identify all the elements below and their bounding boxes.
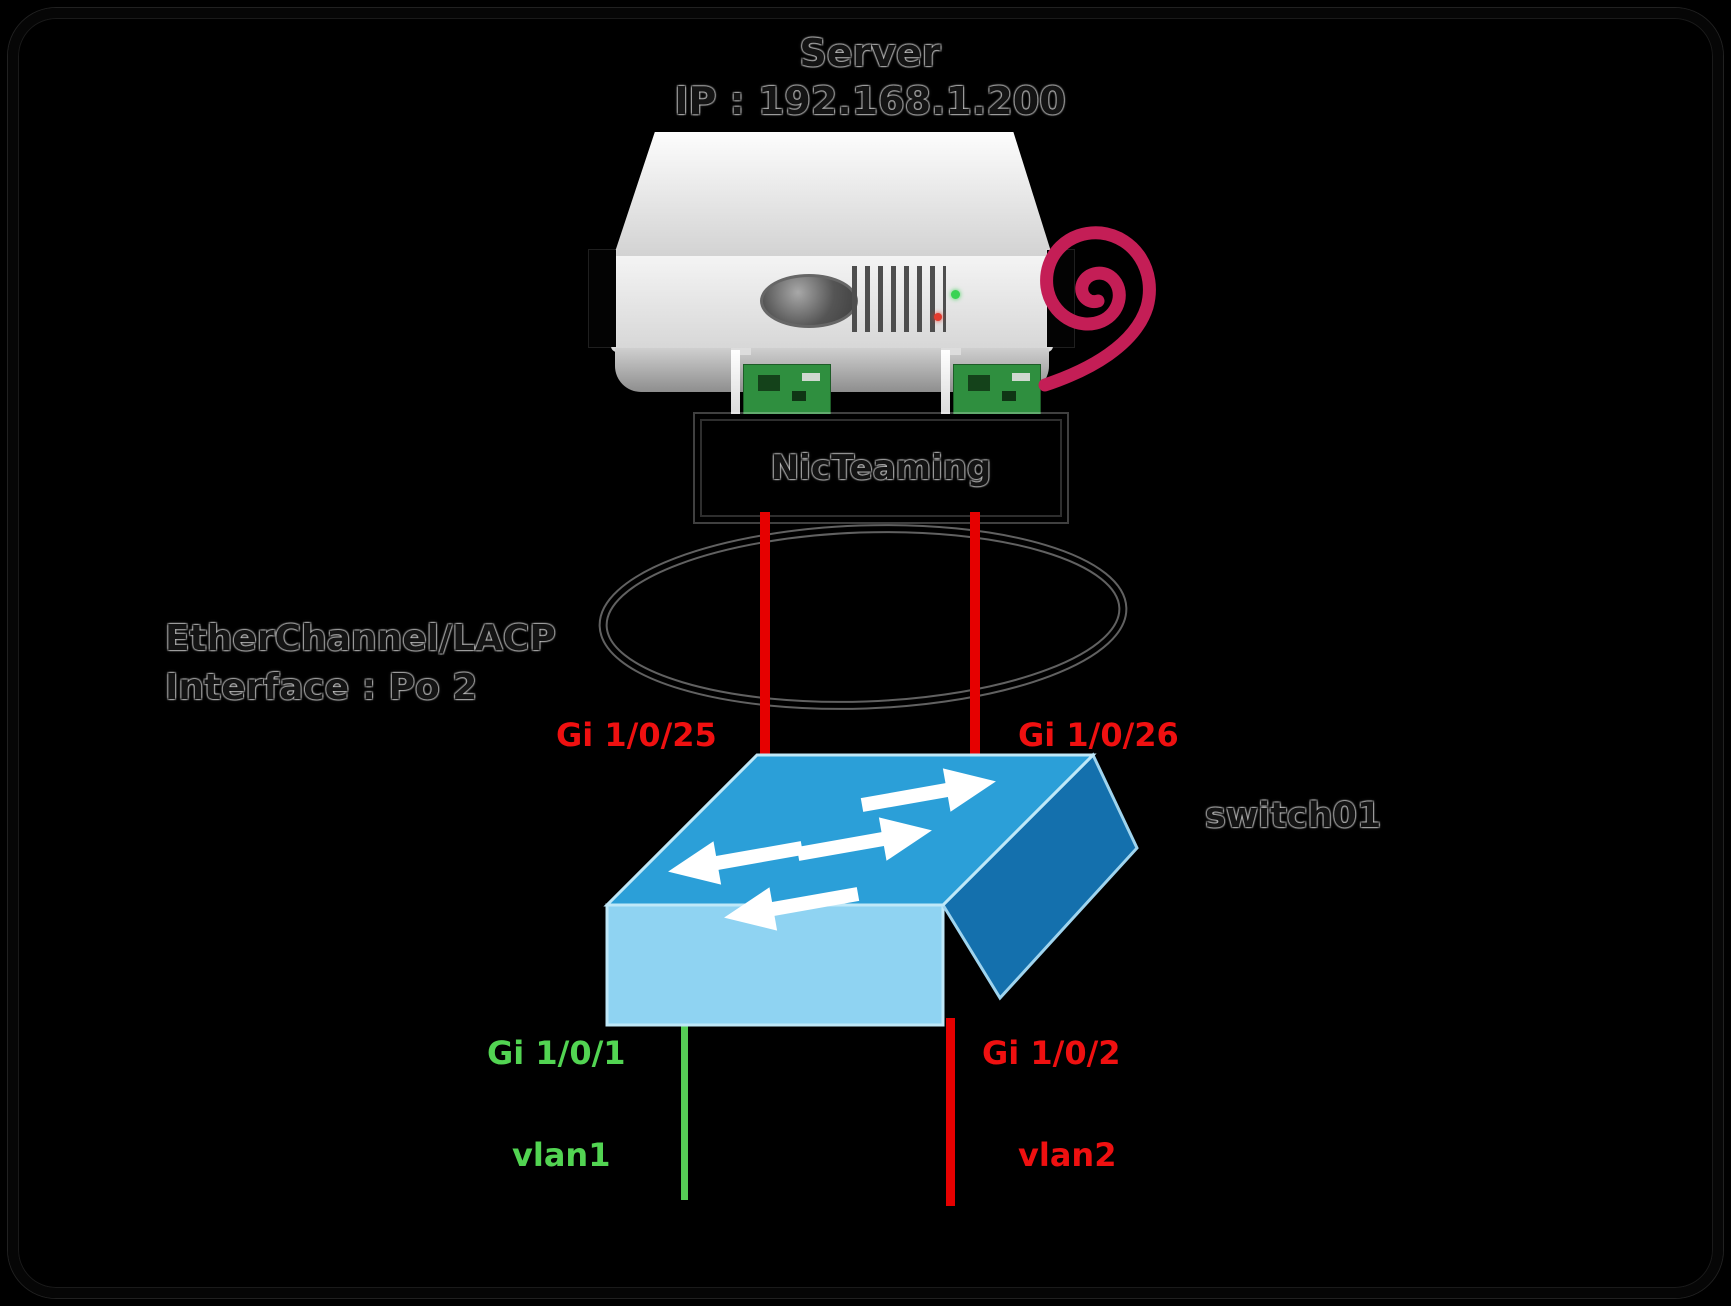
server-vent-grille <box>852 266 946 332</box>
nic1-chip <box>758 375 780 391</box>
server-rack-ear-left <box>589 250 616 347</box>
switch-arrow-left-1 <box>668 841 804 885</box>
network-switch-3d-icon <box>603 752 1139 1027</box>
server-top-face <box>613 132 1053 258</box>
switch-arrow-right-1 <box>860 768 996 812</box>
switching-arrows-icon <box>668 768 996 931</box>
etherchannel-ellipse <box>598 524 1128 710</box>
server-power-led-green <box>951 290 960 299</box>
nic1-connector <box>802 373 820 381</box>
nic-teaming-label: NicTeaming <box>770 448 992 488</box>
etherchannel-title: EtherChannel/LACP <box>165 618 556 659</box>
server-title-block: Server IP : 192.168.1.200 <box>570 30 1170 125</box>
nic2-chip-small <box>1002 391 1016 401</box>
nic2-connector <box>1012 373 1030 381</box>
uplink-line-left <box>760 512 770 757</box>
access-line-vlan1 <box>681 1023 688 1200</box>
vlan1-label: vlan1 <box>512 1136 611 1174</box>
etherchannel-subtitle: Interface : Po 2 <box>165 666 478 708</box>
access-port-left-label: Gi 1/0/1 <box>487 1034 626 1072</box>
nic1-bracket-tab <box>731 348 751 355</box>
nic-teaming-box: NicTeaming <box>695 414 1067 522</box>
server-ip: IP : 192.168.1.200 <box>674 78 1066 123</box>
nic1-bracket <box>731 350 740 446</box>
nic2-bracket-tab <box>941 348 961 355</box>
switch-arrow-right-2 <box>796 817 932 861</box>
vlan2-label: vlan2 <box>1018 1136 1117 1174</box>
server-handle-oval <box>760 274 858 328</box>
diagram-border <box>8 8 1723 1298</box>
nic2-chip <box>968 375 990 391</box>
nic1-pcb <box>743 364 831 420</box>
uplink-port-left-label: Gi 1/0/25 <box>556 716 717 754</box>
nic2-bracket <box>941 350 950 446</box>
debian-swirl-icon <box>1038 226 1156 392</box>
nic1-chip-small <box>792 391 806 401</box>
etherchannel-label-block: EtherChannel/LACP Interface : Po 2 <box>165 615 556 712</box>
switch-name-label: switch01 <box>1205 796 1382 836</box>
server-title: Server <box>799 31 941 75</box>
uplink-port-right-label: Gi 1/0/26 <box>1018 716 1179 754</box>
nic2-pcb <box>953 364 1041 420</box>
switch-arrow-left-2 <box>724 887 860 931</box>
debian-swirl-path <box>1038 226 1156 392</box>
access-port-right-label: Gi 1/0/2 <box>982 1034 1121 1072</box>
access-line-vlan2 <box>946 1018 955 1206</box>
server-status-led-red <box>934 313 942 321</box>
etherchannel-ellipse-stroke <box>600 526 1126 708</box>
uplink-line-right <box>970 512 980 757</box>
